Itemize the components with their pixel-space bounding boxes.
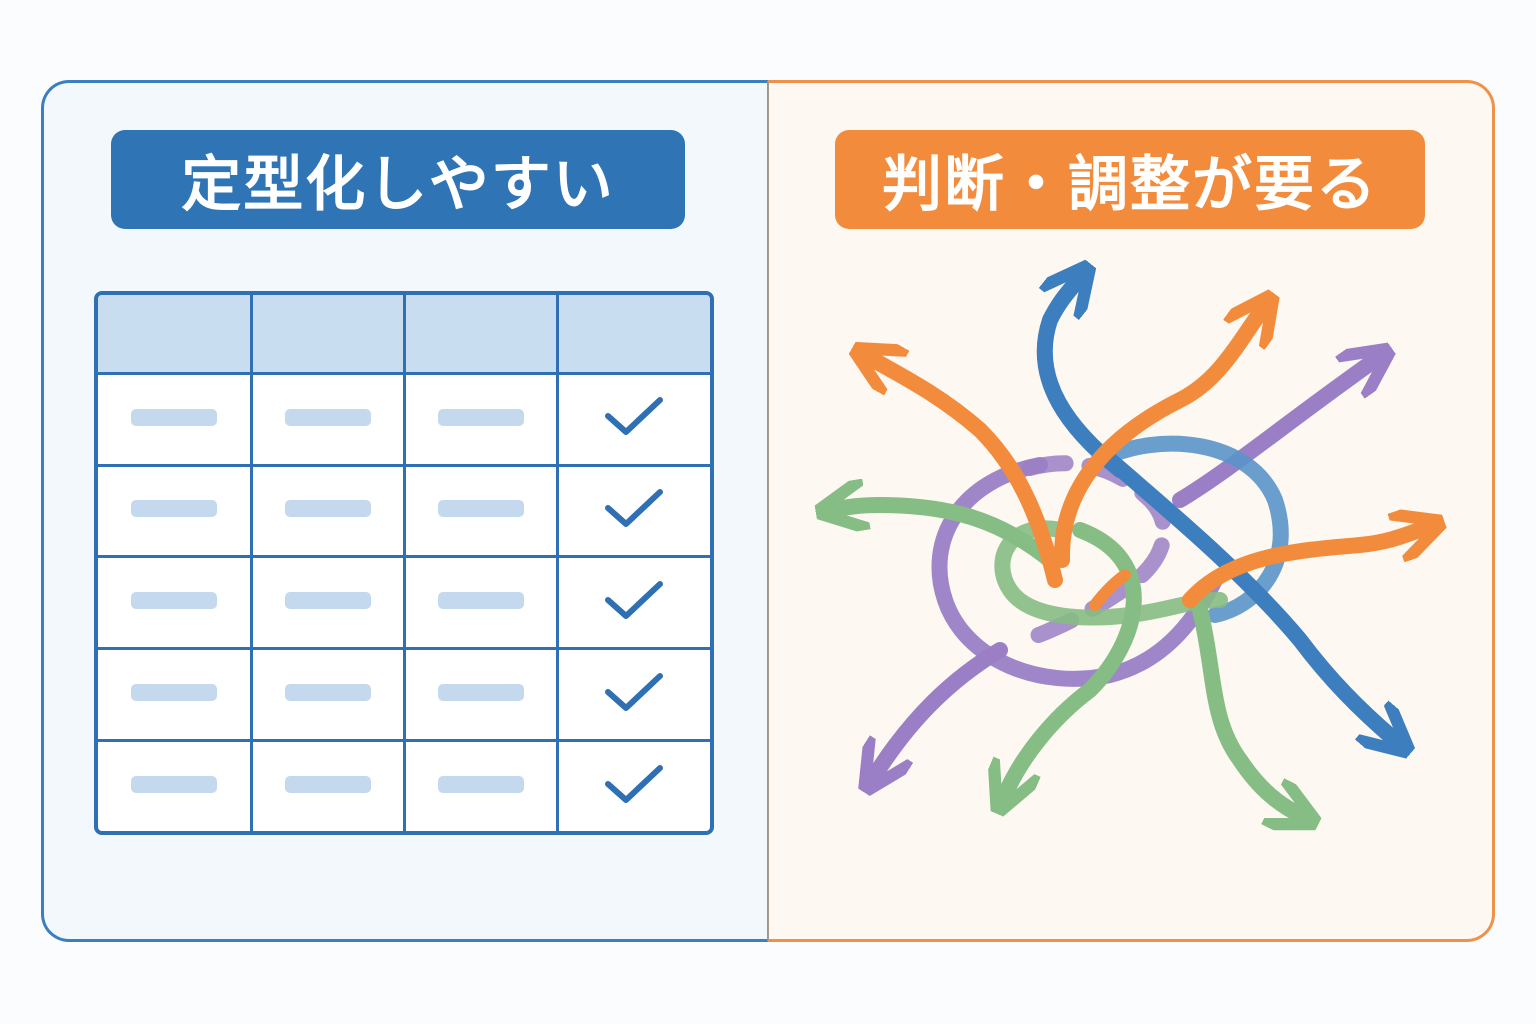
table-cell — [555, 647, 710, 743]
placeholder-bar — [130, 408, 217, 426]
placeholder-bar — [130, 500, 217, 518]
placeholder-bar — [284, 592, 371, 610]
green-arrow-left — [836, 505, 1058, 568]
table-cell — [249, 739, 406, 831]
placeholder-bar — [437, 408, 524, 426]
placeholder-bar — [284, 408, 371, 426]
checkmark-icon — [605, 580, 664, 619]
table-row — [98, 463, 710, 559]
blue-arrow-down-right — [1102, 452, 1395, 740]
table-cell — [555, 555, 710, 651]
table-row — [98, 555, 710, 651]
table-header-cell — [249, 295, 406, 375]
table-row — [98, 371, 710, 467]
placeholder-bar — [437, 500, 524, 518]
table-cell — [555, 371, 710, 467]
table-cell — [402, 371, 559, 467]
table-cell — [98, 555, 253, 651]
table-header-cell — [555, 295, 710, 375]
blue-arrow-up — [1036, 280, 1128, 478]
left-panel-title: 定型化しやすい — [111, 130, 685, 229]
table-cell — [555, 463, 710, 559]
structured-table — [94, 291, 714, 835]
placeholder-bar — [284, 684, 371, 702]
table-cell — [402, 647, 559, 743]
table-row — [98, 647, 710, 743]
table-cell — [402, 739, 559, 831]
left-panel: 定型化しやすい — [41, 80, 768, 942]
table-cell — [402, 463, 559, 559]
placeholder-bar — [130, 776, 217, 794]
orange-arrow-up-right — [1053, 310, 1262, 568]
green-loop — [994, 520, 1228, 626]
orange-center-fragment — [1089, 569, 1131, 611]
checkmark-icon — [605, 488, 664, 527]
checkmark-icon — [605, 764, 664, 803]
table-cell — [249, 463, 406, 559]
purple-arrow-down-left — [875, 642, 1008, 775]
placeholder-bar — [284, 500, 371, 518]
checkmark-icon — [605, 672, 664, 711]
table-cell — [249, 647, 406, 743]
placeholder-bar — [437, 776, 524, 794]
table-cell — [555, 739, 710, 831]
checkmark-icon — [605, 397, 664, 436]
green-arrow-down-right — [1192, 602, 1300, 815]
table-header-row — [98, 295, 710, 375]
table-cell — [249, 555, 406, 651]
table-cell — [98, 463, 253, 559]
placeholder-bar — [130, 592, 217, 610]
purple-arrow-up-right — [1172, 360, 1375, 508]
placeholder-bar — [437, 684, 524, 702]
placeholder-bar — [437, 592, 524, 610]
table-row — [98, 739, 710, 831]
table-header-cell — [98, 295, 253, 375]
orange-arrow-right — [1182, 528, 1425, 608]
table-cell — [98, 371, 253, 467]
table-cell — [98, 647, 253, 743]
table-header-cell — [402, 295, 559, 375]
green-arrow-down-left — [1005, 522, 1142, 795]
table-cell — [249, 371, 406, 467]
table-cell — [98, 739, 253, 831]
placeholder-bar — [130, 684, 217, 702]
orange-arrow-up-left — [870, 358, 1063, 588]
table-cell — [402, 555, 559, 651]
placeholder-bar — [284, 776, 371, 794]
right-panel-title: 判断・調整が要る — [835, 130, 1425, 229]
